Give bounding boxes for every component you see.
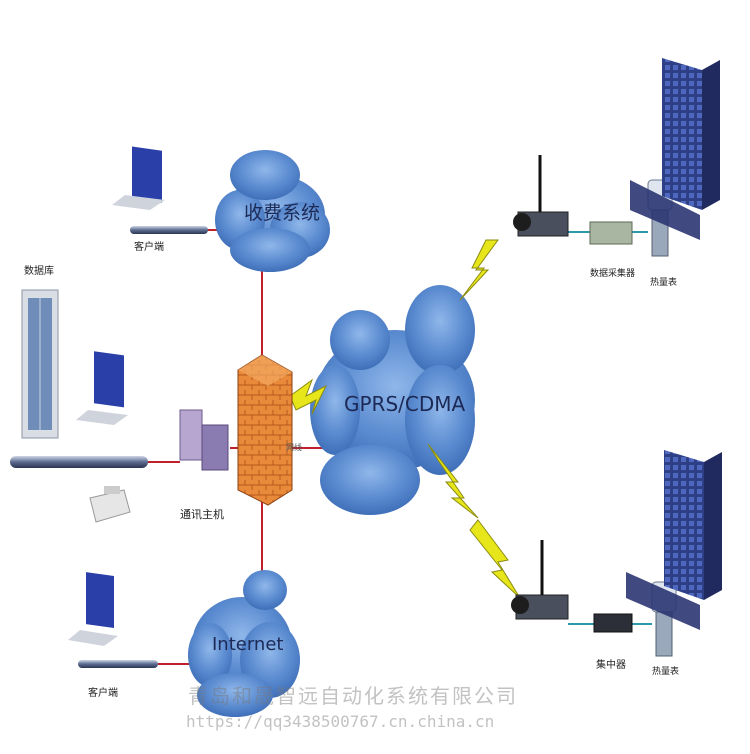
cloud-internet xyxy=(188,570,300,717)
label-heat-meter-bottom: 热量表 xyxy=(652,667,680,677)
label-comm-host: 通讯主机 xyxy=(180,508,224,521)
label-firewall-tag: 网线 xyxy=(286,443,302,452)
field-links xyxy=(568,231,652,625)
cloud-gprs xyxy=(310,285,475,515)
monitor-icon-top xyxy=(112,146,165,210)
cloud-billing-label: 收费系统 xyxy=(244,202,321,224)
lightning-icons xyxy=(289,239,521,599)
monitor-icon-bottom xyxy=(68,572,118,646)
lan-bus xyxy=(10,456,148,468)
building-icon-bottom xyxy=(626,450,722,630)
lightning-icon-bottom xyxy=(427,443,479,519)
watermark-url: https://qq3438500767.cn.china.cn xyxy=(186,712,495,731)
label-data-collector: 数据采集器 xyxy=(590,269,636,279)
database-server-icon xyxy=(21,289,59,439)
gprs-modem-icon-bottom xyxy=(511,540,569,620)
lightning-icon-left xyxy=(289,378,328,415)
label-concentrator: 集中器 xyxy=(596,660,626,671)
cloud-gprs-label: GPRS/CDMA xyxy=(344,392,466,416)
lightning-icon-top xyxy=(459,239,499,301)
cloud-billing xyxy=(215,150,330,272)
comm-host-icon xyxy=(179,409,229,471)
monitor-icon-middle xyxy=(76,351,128,425)
client-bus-top xyxy=(130,226,208,234)
concentrator-icon xyxy=(593,613,633,633)
cloud-internet-label: Internet xyxy=(212,634,284,655)
printer-icon xyxy=(89,486,131,523)
data-collector-icon xyxy=(589,221,633,245)
label-client-top: 客户端 xyxy=(134,242,164,253)
label-heat-meter-top: 热量表 xyxy=(650,278,678,288)
client-bus-bottom xyxy=(78,660,158,668)
gprs-modem-icon-top xyxy=(513,155,569,237)
building-icon-top xyxy=(630,58,720,240)
firewall-icon xyxy=(237,354,293,506)
label-database: 数据库 xyxy=(24,266,54,277)
watermark-company: 青岛和晟智远自动化系统有限公司 xyxy=(188,684,518,708)
label-client-bottom: 客户端 xyxy=(88,688,118,699)
